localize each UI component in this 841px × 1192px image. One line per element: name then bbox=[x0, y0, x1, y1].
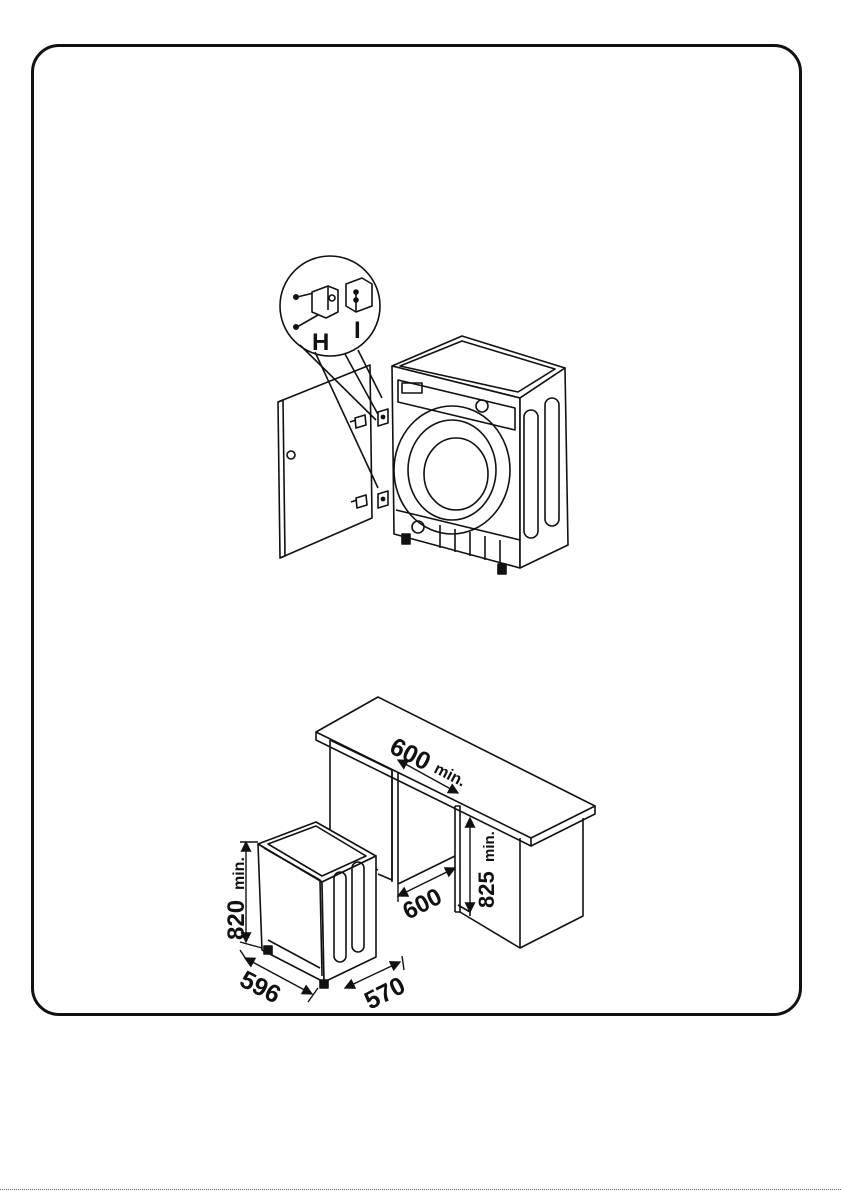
dim-height-820-unit: min. bbox=[231, 857, 248, 890]
built-in-washing-machine bbox=[258, 822, 376, 988]
cabinet-door bbox=[278, 365, 372, 558]
page-cut-line bbox=[0, 1189, 841, 1190]
dim-height-825-unit: min. bbox=[481, 831, 498, 862]
dim-width-596: 596 bbox=[235, 965, 285, 1009]
figure-door-hinge-installation bbox=[278, 256, 568, 574]
dim-gap-600: 600 bbox=[398, 883, 446, 925]
callout-label-h: H bbox=[312, 329, 329, 356]
washing-machine bbox=[378, 336, 568, 574]
dim-height-820-value: 820 bbox=[223, 900, 250, 940]
callout-label-i: I bbox=[354, 317, 361, 344]
dim-height-825-value: 825 bbox=[474, 871, 499, 908]
